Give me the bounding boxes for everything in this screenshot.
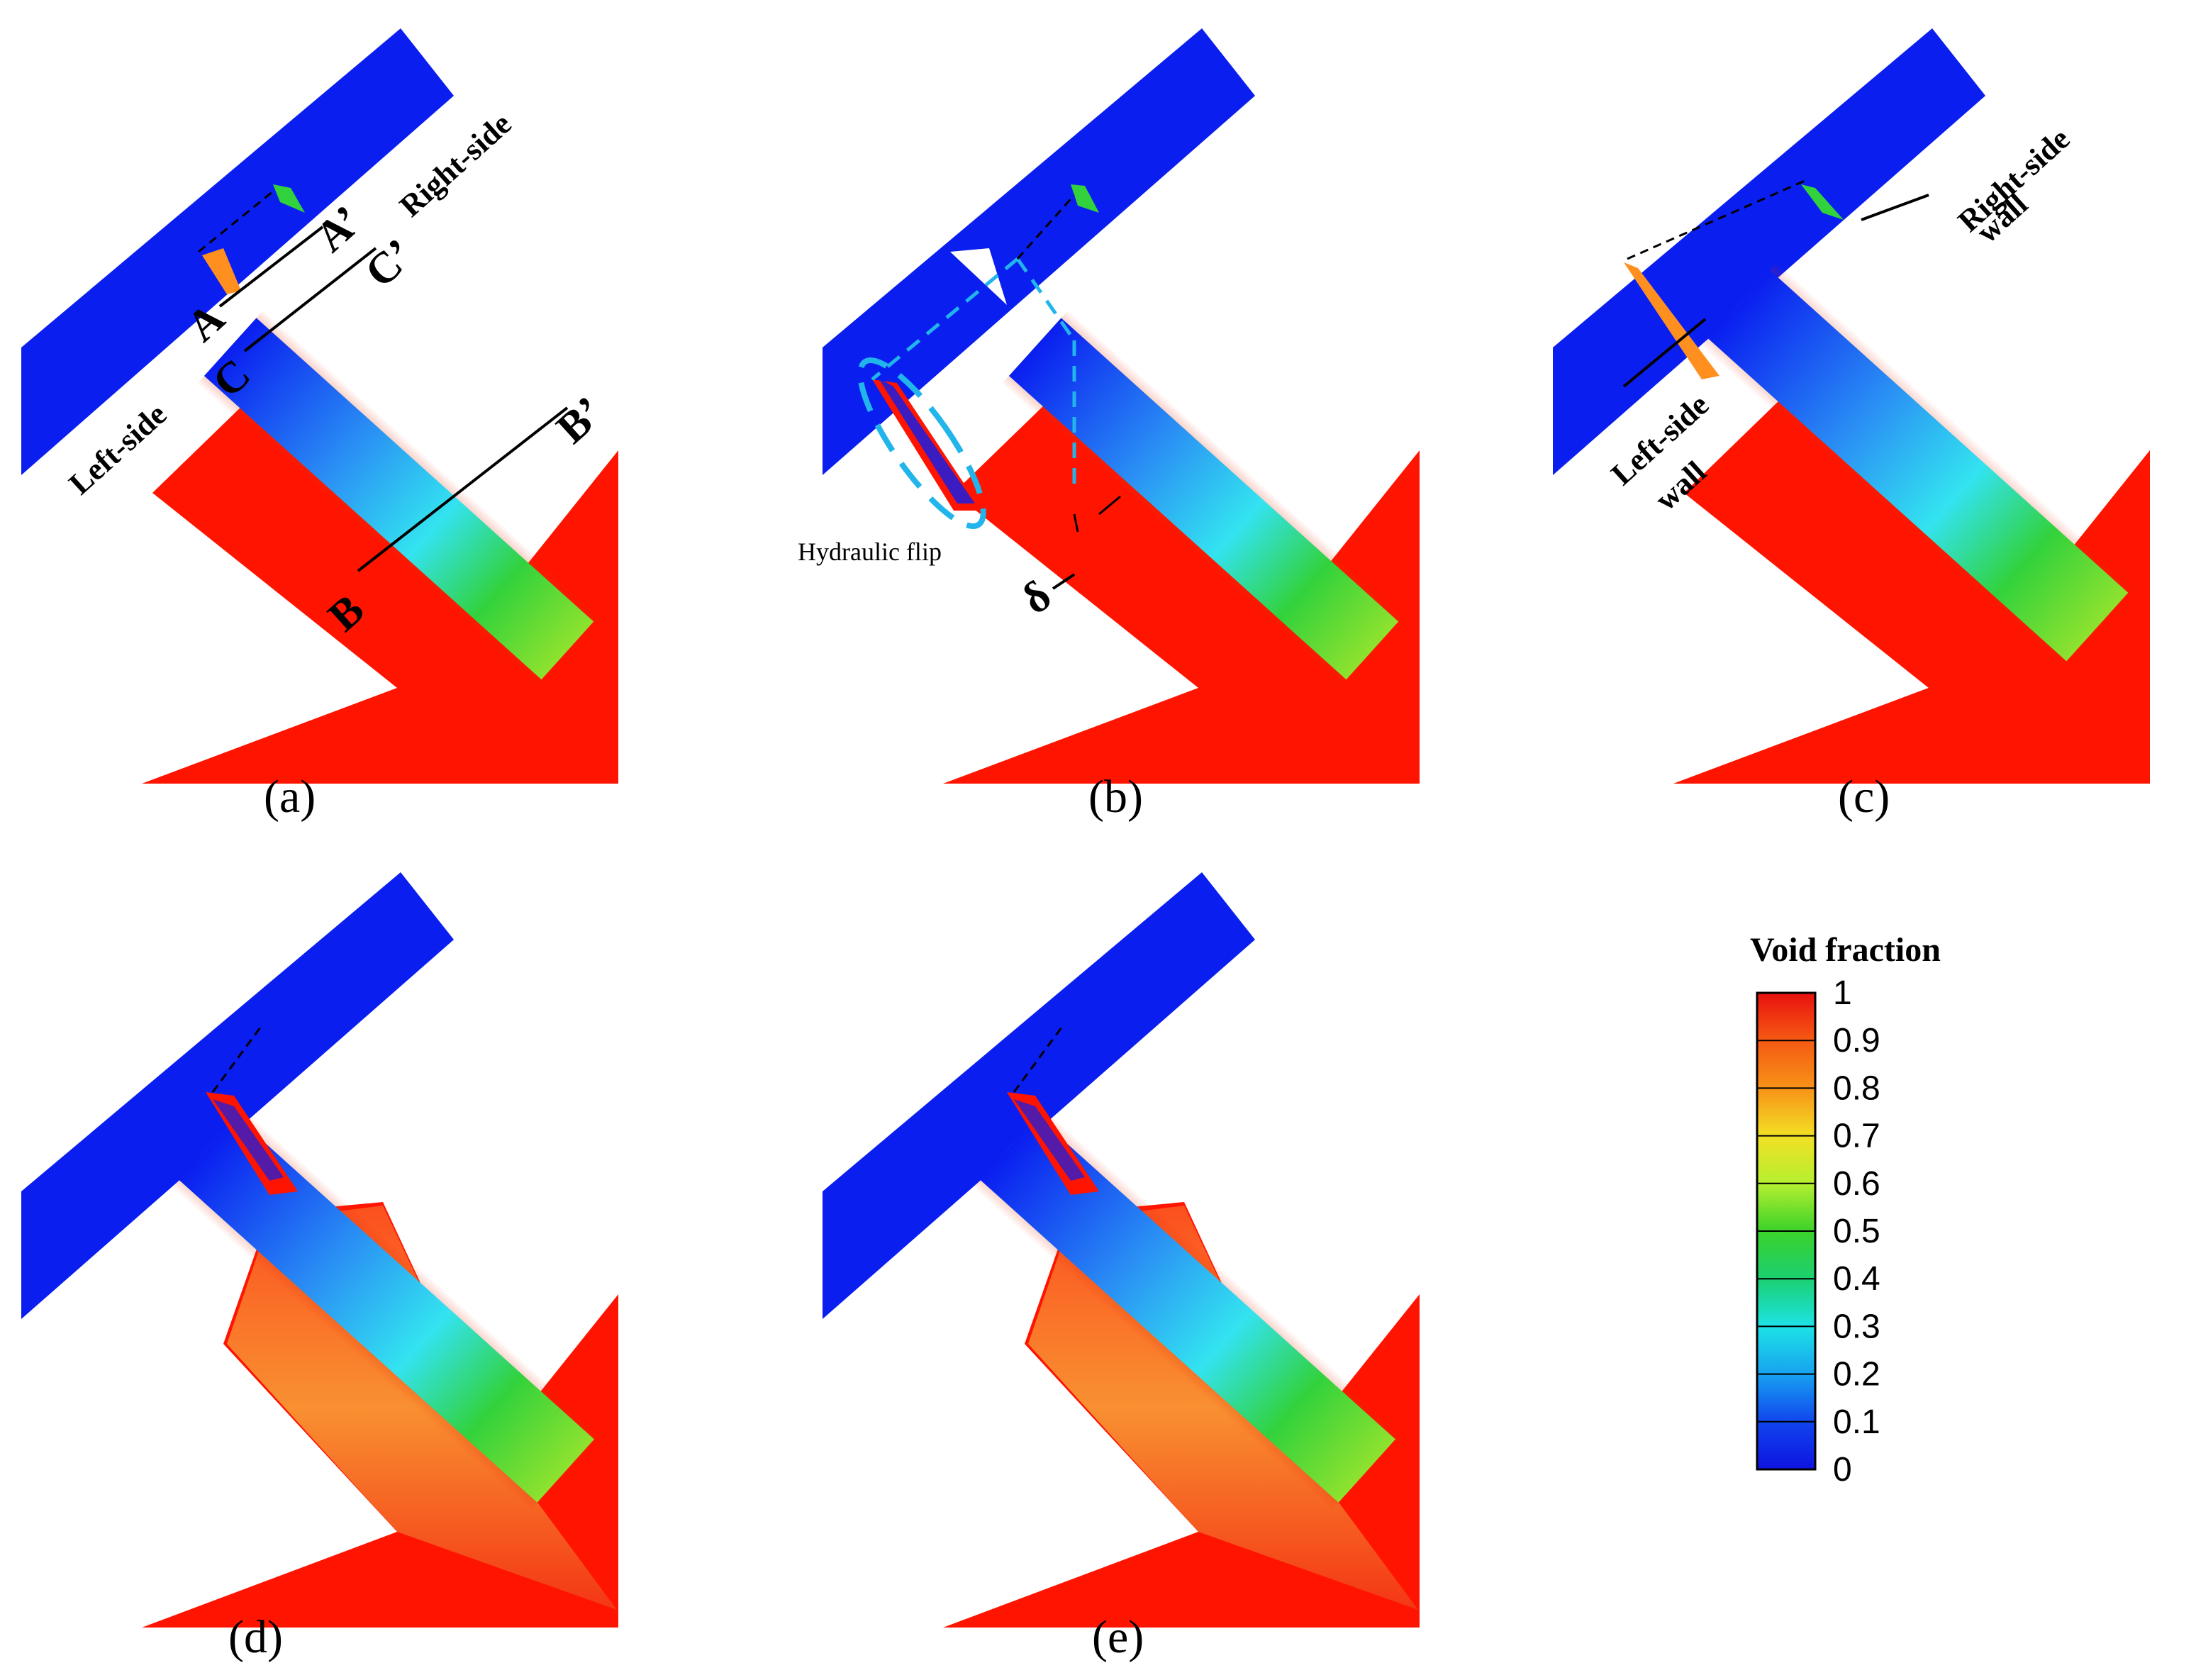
colorbar-tick-label: 0.5 xyxy=(1833,1213,1880,1250)
colorbar-tick-label: 0.2 xyxy=(1833,1356,1880,1393)
colorbar-title: Void fraction xyxy=(1750,931,1941,969)
caption-d: (d) xyxy=(228,1611,283,1663)
colorbar-tick-label: 0.4 xyxy=(1833,1260,1880,1298)
label-C-prime: C’ xyxy=(356,230,423,296)
colorbar-tick-label: 0.1 xyxy=(1833,1403,1880,1441)
colorbar-tick-label: 0.3 xyxy=(1833,1308,1880,1345)
contour-panel-c: Right-side wall Left-side wall xyxy=(1553,28,2150,784)
colorbar-tick-label: 1 xyxy=(1833,974,1852,1012)
hydraulic-flip-label: Hydraulic flip xyxy=(798,538,942,566)
colorbar-tick-label: 0.7 xyxy=(1833,1118,1880,1155)
delta-label: δ xyxy=(1013,571,1059,623)
label-B-prime: B’ xyxy=(547,388,613,453)
colorbar-tick-label: 0.6 xyxy=(1833,1165,1880,1203)
caption-e: (e) xyxy=(1092,1611,1144,1663)
caption-c: (c) xyxy=(1838,771,1890,823)
caption-a: (a) xyxy=(264,771,316,823)
colorbar: Void fraction 1 0.9 0.8 0.7 0.6 0.5 0.4 0.3 0.2 0… xyxy=(1750,931,1941,1489)
colorbar-tick-label: 0.9 xyxy=(1833,1022,1880,1059)
colorbar-tick-label: 0.8 xyxy=(1833,1069,1880,1107)
contour-panel-d xyxy=(21,872,618,1628)
contour-panel-b: Hydraulic flip δ xyxy=(798,28,1420,784)
caption-b: (b) xyxy=(1088,771,1143,823)
contour-panel-a: A A’ C C’ B B’ Left-side Right-side xyxy=(21,28,618,784)
contour-panel-e xyxy=(823,872,1420,1628)
colorbar-tick-label: 0 xyxy=(1833,1451,1852,1489)
